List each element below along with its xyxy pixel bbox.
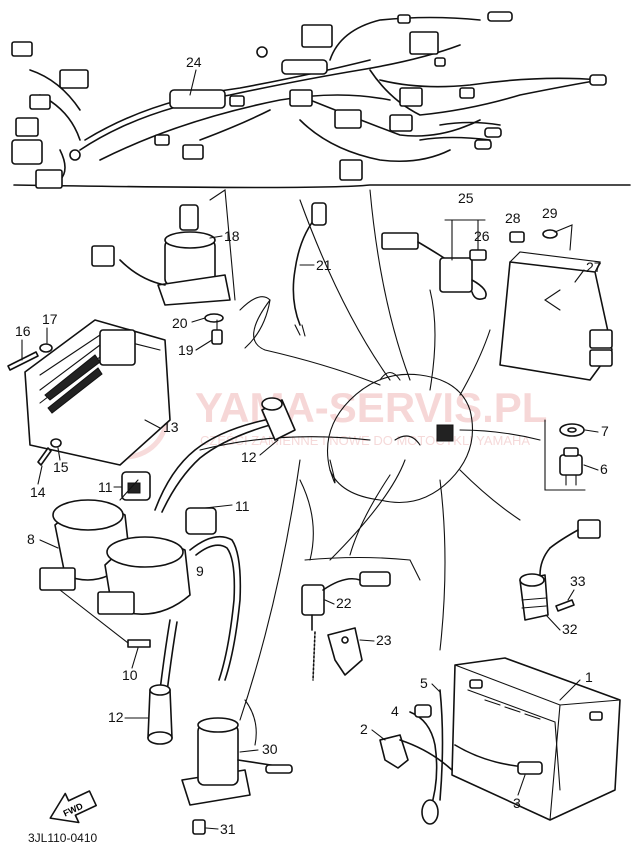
callout-11-left: 11 xyxy=(98,479,113,495)
callout-border-2 xyxy=(329,459,406,561)
callout-27: 27 xyxy=(586,259,602,275)
relay-25 xyxy=(381,219,487,300)
callout-19: 19 xyxy=(178,342,194,358)
starter-relay-30 xyxy=(181,699,293,806)
igniter-27 xyxy=(499,251,613,381)
callout-26: 26 xyxy=(474,228,490,244)
callout-23: 23 xyxy=(376,632,392,648)
callout-6: 6 xyxy=(600,461,608,477)
callout-24: 24 xyxy=(186,54,202,70)
callout-12-lower: 12 xyxy=(108,709,124,725)
washer-29 xyxy=(542,224,573,251)
hose-5 xyxy=(439,689,444,801)
battery-1 xyxy=(451,657,621,821)
band-2 xyxy=(379,734,453,771)
plug-cap-12-lower xyxy=(147,619,178,745)
lead-3 xyxy=(454,744,543,775)
callout-5: 5 xyxy=(420,675,428,691)
callout-25: 25 xyxy=(458,190,474,206)
callout-32: 32 xyxy=(562,621,578,637)
switch-22 xyxy=(301,571,391,681)
bolt-28 xyxy=(509,231,525,243)
callout-7: 7 xyxy=(601,423,609,439)
callout-31: 31 xyxy=(220,821,236,837)
switch-6 xyxy=(559,447,583,486)
main-switch xyxy=(91,189,236,306)
sensor-32 xyxy=(519,519,601,621)
lead-4 xyxy=(409,704,439,825)
callout-18: 18 xyxy=(224,228,240,244)
callout-20: 20 xyxy=(172,315,188,331)
sensor-21 xyxy=(292,202,327,337)
plug-cap-12-upper xyxy=(154,397,296,513)
callout-28: 28 xyxy=(505,210,521,226)
washer-20 xyxy=(204,313,224,323)
callout-3: 3 xyxy=(513,795,521,811)
callout-16: 16 xyxy=(15,323,31,339)
bracket-23 xyxy=(327,627,363,676)
washer-15 xyxy=(50,438,62,448)
bolt-33 xyxy=(555,599,575,612)
frame-outline xyxy=(326,371,474,504)
callout-22: 22 xyxy=(336,595,352,611)
callout-4: 4 xyxy=(391,703,399,719)
wire-harness xyxy=(11,11,631,189)
bolt-31 xyxy=(192,819,206,835)
callout-13: 13 xyxy=(163,419,179,435)
callout-8: 8 xyxy=(27,531,35,547)
callout-17: 17 xyxy=(42,311,58,327)
callout-10: 10 xyxy=(122,667,138,683)
callout-12-upper: 12 xyxy=(241,449,257,465)
bolt-16 xyxy=(7,351,39,371)
callout-15: 15 xyxy=(53,459,69,475)
cap-11-right xyxy=(185,504,233,535)
callout-1: 1 xyxy=(585,669,593,685)
callout-33: 33 xyxy=(570,573,586,589)
callout-29: 29 xyxy=(542,205,558,221)
cap-11-left xyxy=(121,471,151,501)
fwd-arrow-icon: FWD xyxy=(49,790,98,824)
bolt-10 xyxy=(59,589,151,648)
cover-13 xyxy=(24,319,171,466)
bolt-19 xyxy=(211,319,223,345)
washer-7 xyxy=(559,423,585,437)
washer-17 xyxy=(39,343,53,353)
callout-border xyxy=(244,299,271,349)
callouts: 1 2 3 4 5 6 7 8 9 10 11 11 12 12 13 14 1… xyxy=(15,54,609,837)
drawing-code: 3JL110-0410 xyxy=(28,831,97,843)
bolt-14 xyxy=(37,447,52,466)
callout-9: 9 xyxy=(196,563,204,579)
callout-14: 14 xyxy=(30,484,46,500)
callout-11-right: 11 xyxy=(235,498,250,514)
callout-2: 2 xyxy=(360,721,368,737)
ignition-coil-9 xyxy=(97,535,242,681)
callout-21: 21 xyxy=(316,257,332,273)
callout-30: 30 xyxy=(262,741,278,757)
